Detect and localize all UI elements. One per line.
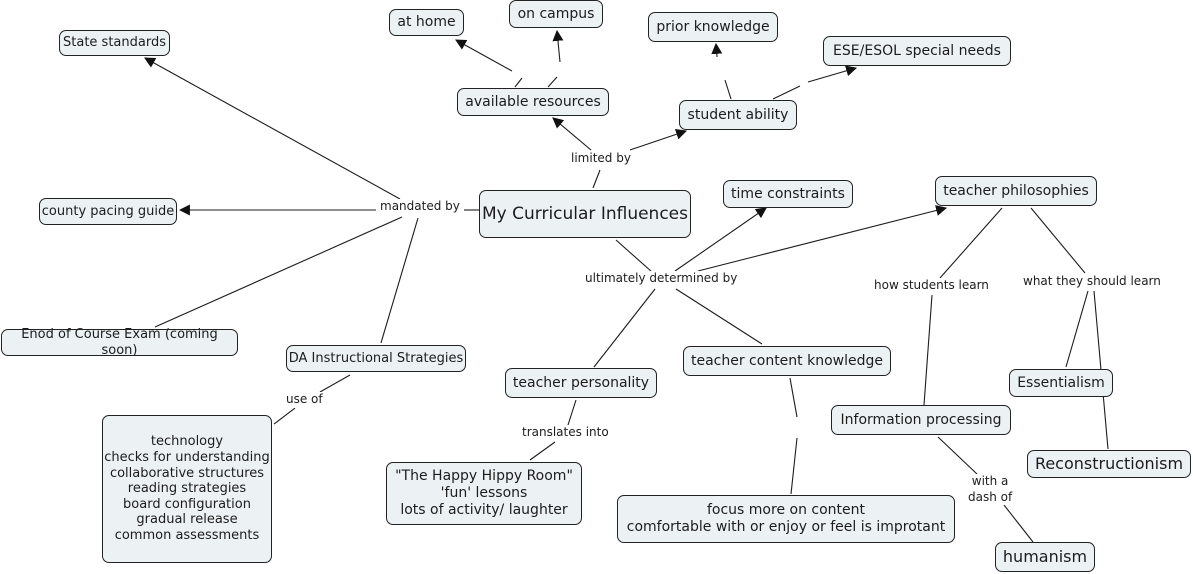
node-strategies-list[interactable]: technology checks for understanding coll… [102, 415, 272, 563]
edge-mandated-exam [154, 216, 403, 328]
node-reconstructionism[interactable]: Reconstructionism [1027, 450, 1191, 478]
edge-useof-list [273, 407, 296, 425]
edge-resources-athome-2 [514, 77, 523, 88]
node-ese-esol-special-needs[interactable]: ESE/ESOL special needs [823, 36, 1011, 66]
node-teacher-personality[interactable]: teacher personality [505, 368, 657, 398]
edge-philosophies-what [1030, 207, 1086, 274]
edge-what-essentialism [1065, 290, 1089, 368]
node-prior-knowledge[interactable]: prior knowledge [648, 12, 778, 42]
edge-ability-prior [711, 42, 723, 58]
edge-content-focus-2 [790, 437, 798, 495]
link-how-students-learn: how students learn [872, 278, 991, 294]
node-at-home[interactable]: at home [389, 9, 464, 36]
node-available-resources[interactable]: available resources [457, 88, 609, 116]
edge-personality-translates [567, 399, 577, 426]
edge-center-limited [592, 169, 601, 189]
edge-infoproc-dash [937, 436, 978, 475]
edge-philosophies-how [939, 207, 1003, 279]
edge-resources-oncampus-2 [547, 76, 558, 88]
node-da-instructional-strategies[interactable]: DA Instructional Strategies [286, 345, 466, 372]
node-essentialism[interactable]: Essentialism [1009, 369, 1113, 397]
edge-ability-prior-2 [724, 79, 732, 100]
edge-ability-ese [807, 65, 858, 83]
edge-center-ultimately [615, 239, 653, 273]
node-time-constraints[interactable]: time constraints [723, 180, 853, 208]
edge-how-infoproc [923, 294, 933, 406]
link-what-they-should-learn: what they should learn [1021, 274, 1163, 290]
link-ultimately-determined-by: ultimately determined by [583, 271, 740, 287]
edge-translates-hippy [529, 441, 556, 461]
node-teacher-content-knowledge[interactable]: teacher content knowledge [683, 346, 891, 376]
link-with-a-dash-of: with a dash of [966, 474, 1015, 506]
link-translates-into: translates into [520, 425, 611, 441]
edge-resources-oncampus [552, 29, 564, 63]
node-end-of-course-exam[interactable]: Enod of Course Exam (coming soon) [1, 327, 238, 358]
edge-ultimately-content [675, 288, 763, 345]
edge-ultimately-personality [593, 288, 656, 368]
node-student-ability[interactable]: student ability [679, 100, 797, 130]
node-on-campus[interactable]: on campus [509, 0, 603, 28]
node-information-processing[interactable]: Information processing [831, 405, 1011, 435]
edge-resources-athome [455, 39, 513, 72]
link-limited-by: limited by [569, 151, 633, 167]
edge-mandated-da [380, 217, 419, 344]
edge-ability-ese-2 [772, 85, 801, 100]
edge-ultimately-time [674, 207, 767, 272]
edge-limited-ability [629, 128, 688, 151]
node-state-standards[interactable]: State standards [59, 30, 170, 56]
node-my-curricular-influences[interactable]: My Curricular Influences [479, 190, 691, 238]
node-focus-more-on-content[interactable]: focus more on content comfortable with o… [617, 495, 955, 543]
edge-ultimately-philosophies [697, 205, 948, 272]
node-county-pacing-guide[interactable]: county pacing guide [39, 198, 177, 225]
edge-da-useof [319, 374, 351, 393]
node-happy-hippy-room[interactable]: "The Happy Hippy Room" 'fun' lessons lot… [386, 462, 582, 525]
edge-limited-resources [552, 117, 592, 151]
edge-dash-humanism [1003, 504, 1034, 543]
node-teacher-philosophies[interactable]: teacher philosophies [935, 176, 1097, 206]
link-mandated-by: mandated by [378, 199, 462, 215]
edge-content-focus-1 [789, 377, 798, 418]
link-use-of: use of [284, 392, 325, 408]
edge-mandated-state [144, 57, 401, 200]
node-humanism[interactable]: humanism [995, 542, 1095, 572]
